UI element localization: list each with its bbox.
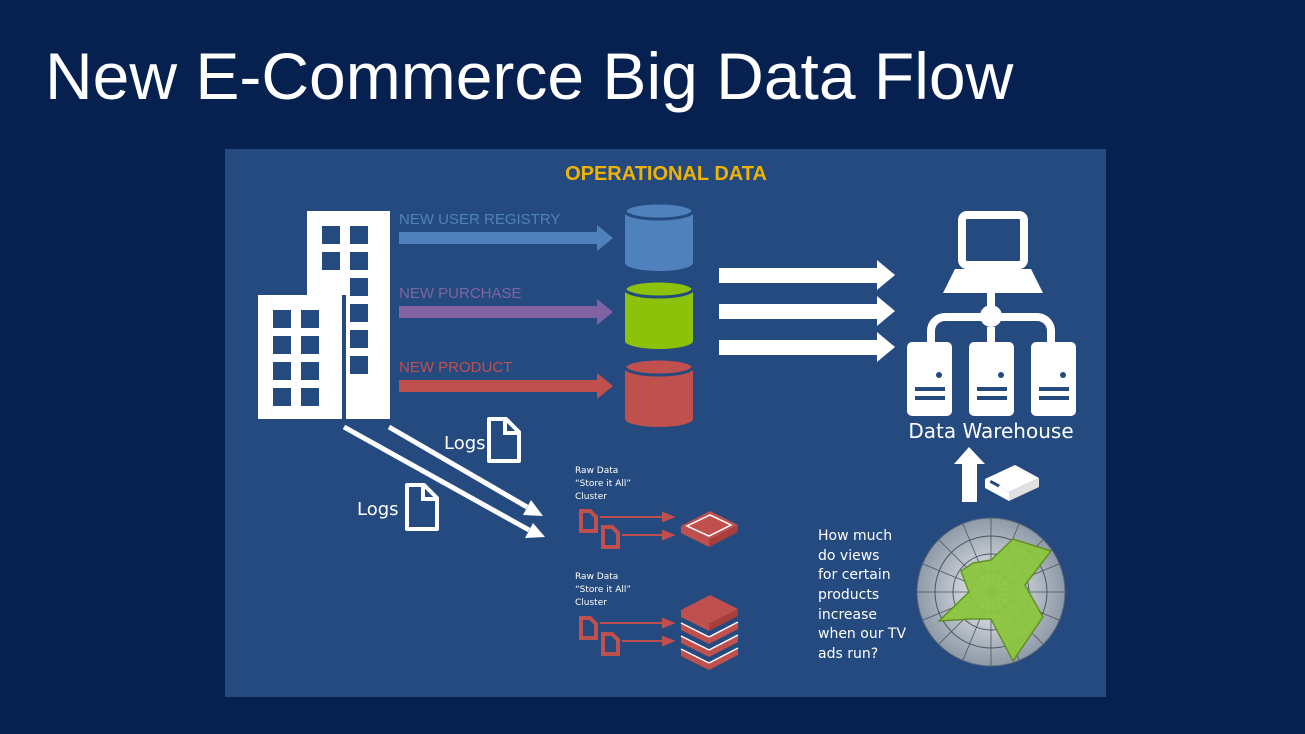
raw-files-icon (579, 509, 620, 549)
stream-arrow-user-registry (399, 225, 613, 251)
stream-label-user-registry: NEW USER REGISTRY (399, 211, 560, 228)
stream-label-product: NEW PRODUCT (399, 359, 512, 376)
question-text: How much do views for certain products i… (818, 528, 906, 662)
server-icon (681, 511, 738, 547)
data-warehouse-label: Data Warehouse (908, 419, 1073, 443)
stream-arrow-purchase (399, 299, 613, 325)
cluster-2-line2: “Store it All” (575, 585, 631, 595)
question-line: products (818, 587, 879, 603)
question-line: for certain (818, 567, 891, 583)
question-line: ads run? (818, 646, 878, 662)
logs-arrows (342, 424, 545, 538)
stream-label-purchase: NEW PURCHASE (399, 285, 522, 302)
cluster-2-line3: Cluster (575, 598, 607, 608)
question-line: do views (818, 548, 879, 564)
cluster-2-line1: Raw Data (575, 572, 618, 582)
cluster-1-line2: “Store it All” (575, 479, 631, 489)
operational-data-header: OPERATIONAL DATA (565, 163, 767, 185)
server-appliance-icon (985, 465, 1039, 501)
warehouse-arrows (719, 260, 895, 362)
cluster-1-line1: Raw Data (575, 466, 618, 476)
data-warehouse-icon (907, 211, 1076, 416)
up-arrow (954, 447, 985, 502)
question-line: How much (818, 528, 892, 544)
logs-label-2: Logs (357, 499, 399, 520)
raw-files-icon (579, 616, 620, 656)
radar-chart-graphic (916, 517, 1066, 667)
database-icon-products (623, 357, 695, 427)
cluster-1-line3: Cluster (575, 492, 607, 502)
server-stack-icon (680, 595, 739, 670)
buildings-icon (258, 211, 390, 419)
question-line: when our TV (818, 626, 906, 642)
question-line: increase (818, 607, 877, 623)
logs-label-1: Logs (444, 433, 486, 454)
cluster-arrows (600, 511, 676, 541)
stream-arrow-product (399, 373, 613, 399)
document-icon (487, 417, 521, 463)
slide-title: New E-Commerce Big Data Flow (45, 39, 1014, 113)
database-icon-users (623, 201, 695, 271)
database-icon-purchases (623, 279, 695, 349)
cluster-arrows (600, 617, 676, 647)
document-icon (405, 483, 439, 531)
diagram-panel: OPERATIONAL DATA NEW USER REGISTRY NEW P… (225, 149, 1106, 697)
